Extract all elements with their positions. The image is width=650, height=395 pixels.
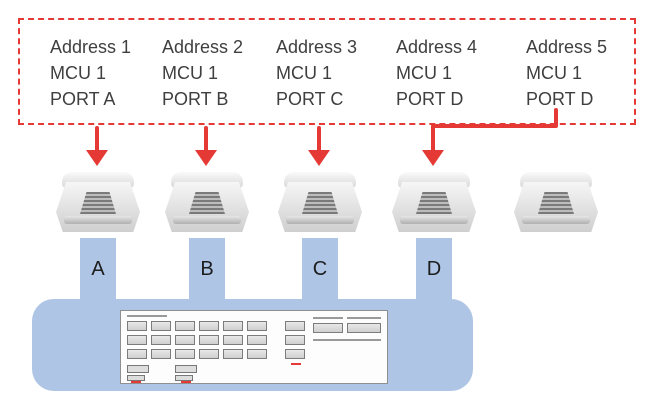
address-block-2: Address 2 MCU 1 PORT B (162, 34, 290, 112)
port-label: PORT D (396, 89, 464, 109)
arrow-2-head (195, 150, 217, 166)
port-label: PORT A (50, 89, 116, 109)
mcu-label: MCU 1 (50, 63, 107, 83)
mcu-label: MCU 1 (276, 63, 333, 83)
cassette-ac-icon (278, 172, 362, 232)
port-label: PORT D (526, 89, 594, 109)
cassette-ac-icon (56, 172, 140, 232)
arrow-1-head (86, 150, 108, 166)
address-frame (18, 18, 636, 125)
pipe-a (80, 238, 116, 302)
address-block-3: Address 3 MCU 1 PORT C (276, 34, 404, 112)
port-letter-c: C (312, 258, 328, 280)
port-label: PORT B (162, 89, 229, 109)
cassette-ac-icon (392, 172, 476, 232)
mcu-label: MCU 1 (526, 63, 583, 83)
address-label: Address 1 (50, 37, 132, 57)
port-label: PORT C (276, 89, 344, 109)
pipe-c (302, 238, 338, 302)
port-letter-b: B (200, 258, 214, 280)
address-label: Address 2 (162, 37, 244, 57)
mcu-label: MCU 1 (162, 63, 219, 83)
arrow-3-head (308, 150, 330, 166)
arrow-5-to-4 (431, 108, 558, 160)
address-block-4: Address 4 MCU 1 PORT D (396, 34, 524, 112)
address-label: Address 3 (276, 37, 358, 57)
cassette-ac-icon (514, 172, 598, 232)
pipe-b (189, 238, 225, 302)
address-label: Address 4 (396, 37, 478, 57)
address-block-5: Address 5 MCU 1 PORT D (526, 34, 650, 112)
address-label: Address 5 (526, 37, 608, 57)
port-letter-d: D (426, 258, 442, 280)
port-letter-a: A (91, 258, 105, 280)
address-block-1: Address 1 MCU 1 PORT A (50, 34, 178, 112)
arrow-4-head (422, 150, 444, 166)
pipe-d (416, 238, 452, 302)
mcu-label: MCU 1 (396, 63, 453, 83)
controller-screen-icon (120, 310, 388, 384)
cassette-ac-icon (165, 172, 249, 232)
